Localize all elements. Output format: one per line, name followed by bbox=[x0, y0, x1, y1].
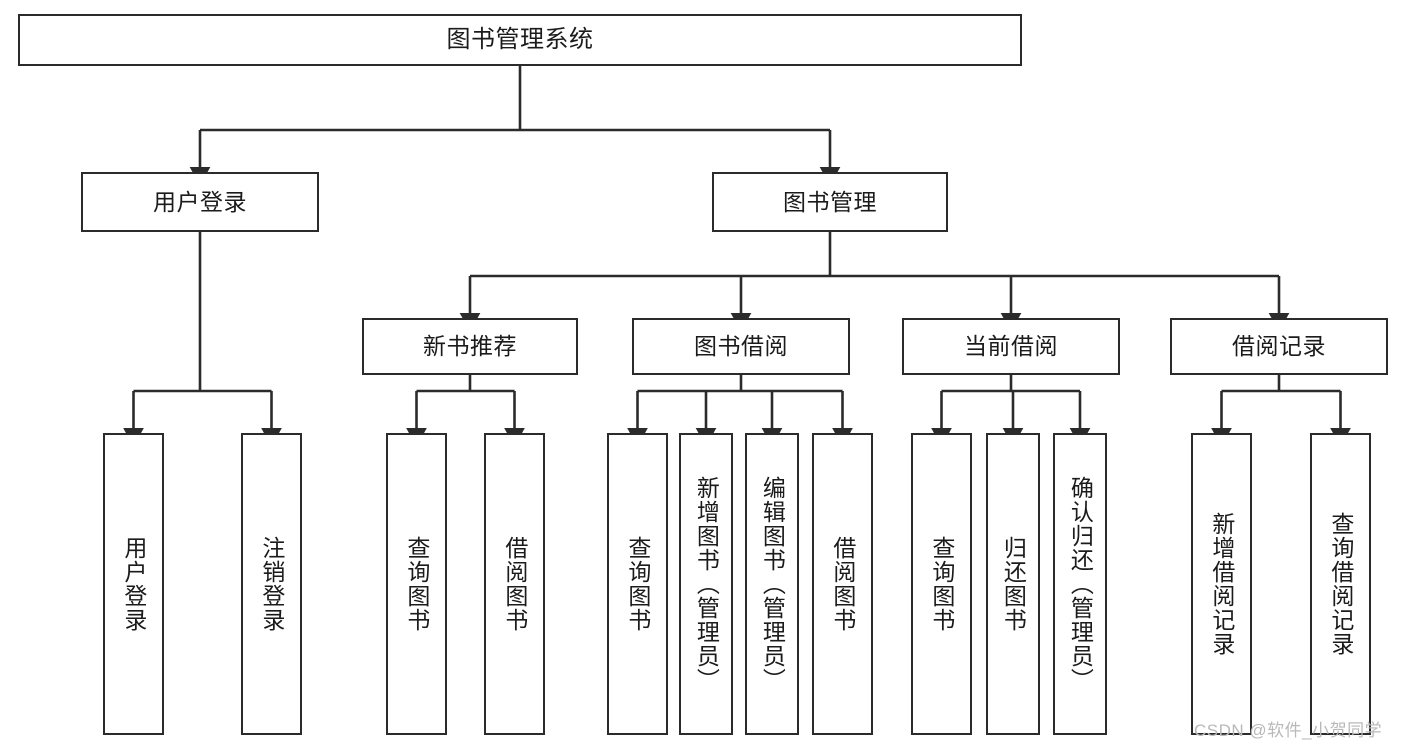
node-leaf-edit-book: 编辑图书（管理员） bbox=[745, 433, 799, 735]
node-user-login: 用户登录 bbox=[81, 172, 319, 232]
node-new-book-rec: 新书推荐 bbox=[362, 318, 578, 375]
node-label: 图书管理系统 bbox=[446, 26, 594, 54]
node-leaf-add-book: 新增图书（管理员） bbox=[679, 433, 733, 735]
node-borrow-record: 借阅记录 bbox=[1170, 318, 1388, 375]
node-leaf-user-login: 用户登录 bbox=[103, 433, 164, 735]
node-label: 借阅图书 bbox=[501, 536, 528, 632]
node-root: 图书管理系统 bbox=[18, 14, 1022, 66]
node-label: 新增借阅记录 bbox=[1208, 512, 1235, 656]
node-label: 查询图书 bbox=[624, 536, 651, 632]
node-label: 借阅记录 bbox=[1232, 333, 1326, 360]
node-label: 编辑图书（管理员） bbox=[759, 476, 786, 692]
node-label: 图书借阅 bbox=[694, 333, 788, 360]
node-label: 查询图书 bbox=[928, 536, 955, 632]
node-leaf-return-book: 归还图书 bbox=[986, 433, 1040, 735]
node-label: 用户登录 bbox=[120, 536, 147, 632]
watermark-text: CSDN @软件_小贺同学 bbox=[1194, 721, 1383, 740]
node-label: 归还图书 bbox=[1000, 536, 1027, 632]
node-leaf-query-record: 查询借阅记录 bbox=[1310, 433, 1371, 735]
node-label: 查询借阅记录 bbox=[1327, 512, 1354, 656]
node-label: 用户登录 bbox=[153, 188, 247, 215]
node-label: 注销登录 bbox=[258, 536, 285, 632]
node-label: 新增图书（管理员） bbox=[693, 476, 720, 692]
node-leaf-add-record: 新增借阅记录 bbox=[1191, 433, 1252, 735]
node-leaf-query-book-1: 查询图书 bbox=[386, 433, 447, 735]
node-leaf-query-book-2: 查询图书 bbox=[607, 433, 668, 735]
node-book-borrow: 图书借阅 bbox=[632, 318, 850, 375]
node-leaf-query-book-3: 查询图书 bbox=[911, 433, 972, 735]
node-leaf-confirm-return: 确认归还（管理员） bbox=[1053, 433, 1107, 735]
node-label: 借阅图书 bbox=[829, 536, 856, 632]
node-leaf-borrow-book-2: 借阅图书 bbox=[812, 433, 873, 735]
node-label: 查询图书 bbox=[403, 536, 430, 632]
node-leaf-borrow-book-1: 借阅图书 bbox=[484, 433, 545, 735]
node-label: 确认归还（管理员） bbox=[1067, 476, 1094, 692]
node-label: 当前借阅 bbox=[964, 333, 1058, 360]
node-leaf-logout: 注销登录 bbox=[241, 433, 302, 735]
node-label: 新书推荐 bbox=[423, 333, 517, 360]
node-book-manage: 图书管理 bbox=[712, 172, 948, 232]
node-label: 图书管理 bbox=[783, 188, 877, 215]
node-current-borrow: 当前借阅 bbox=[902, 318, 1120, 375]
